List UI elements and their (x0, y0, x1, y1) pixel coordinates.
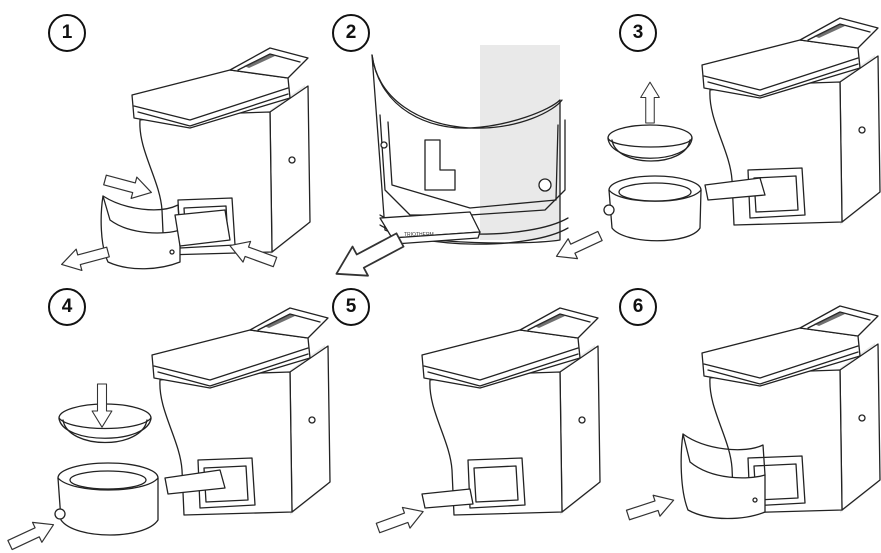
step-badge-1: 1 (48, 14, 86, 52)
panel-6-illustration (625, 306, 880, 525)
panel-2-illustration: TRIOTHERM (329, 45, 568, 288)
panel-4-illustration (5, 308, 330, 553)
step-badge-6: 6 (619, 288, 657, 326)
panel-1-illustration (59, 48, 310, 275)
step-badge-4: 4 (48, 288, 86, 326)
step-badge-3: 3 (619, 14, 657, 52)
panel-5-illustration (374, 308, 600, 538)
step-badge-5: 5 (332, 288, 370, 326)
tray-label: TRIOTHERM (404, 232, 434, 238)
panel-3-illustration (552, 18, 880, 266)
step-badge-2: 2 (332, 14, 370, 52)
